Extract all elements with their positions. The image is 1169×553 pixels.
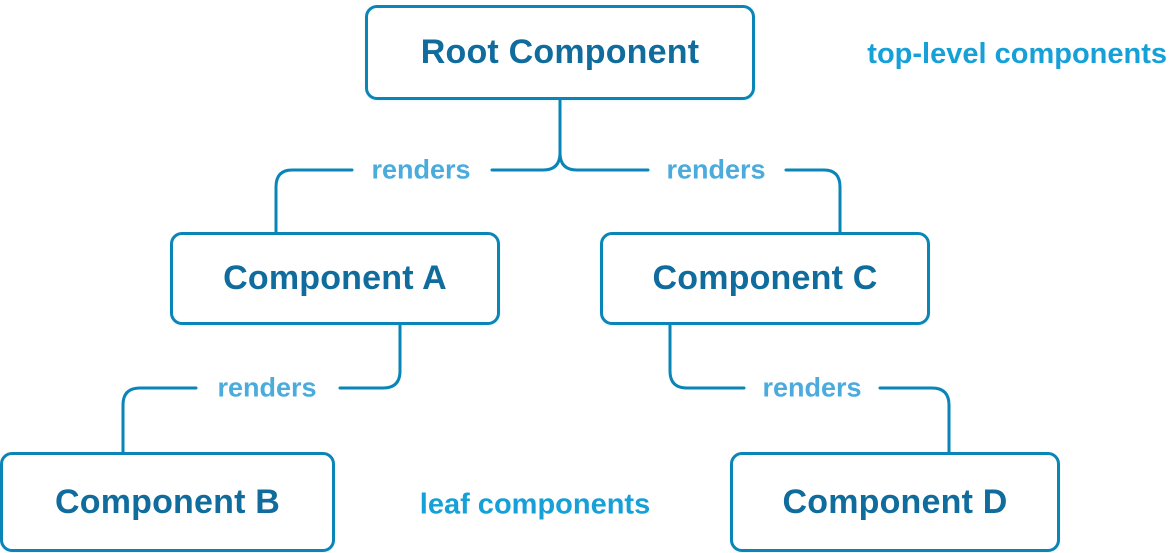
node-root-label: Root Component (420, 33, 700, 71)
connector-c-d-inner (668, 323, 746, 390)
node-component-b: Component B (0, 452, 335, 552)
node-d-label: Component D (782, 482, 1008, 521)
connector-root-c-outer (784, 168, 842, 234)
annotation-leaf-components: leaf components (419, 488, 651, 521)
node-c-label: Component C (652, 259, 878, 297)
edge-label-c-d: renders (762, 372, 862, 403)
node-component-d: Component D (730, 452, 1060, 552)
node-b-label: Component B (54, 482, 281, 521)
edge-label-root-c: renders (666, 154, 766, 185)
connector-c-d-outer (878, 386, 951, 454)
edge-label-a-b: renders (217, 372, 317, 403)
node-component-c: Component C (600, 232, 930, 325)
edge-label-root-a: renders (371, 154, 471, 185)
connector-a-b-outer (121, 386, 198, 454)
node-component-a: Component A (170, 232, 500, 325)
annotation-top-level-components: top-level components (867, 38, 1167, 70)
connector-root-a-outer (274, 168, 354, 234)
connector-root-a-inner (490, 151, 562, 172)
node-root-component: Root Component (365, 5, 755, 100)
node-a-label: Component A (223, 259, 447, 297)
connector-a-b-inner (338, 323, 402, 390)
connector-root-c-inner (558, 151, 650, 172)
